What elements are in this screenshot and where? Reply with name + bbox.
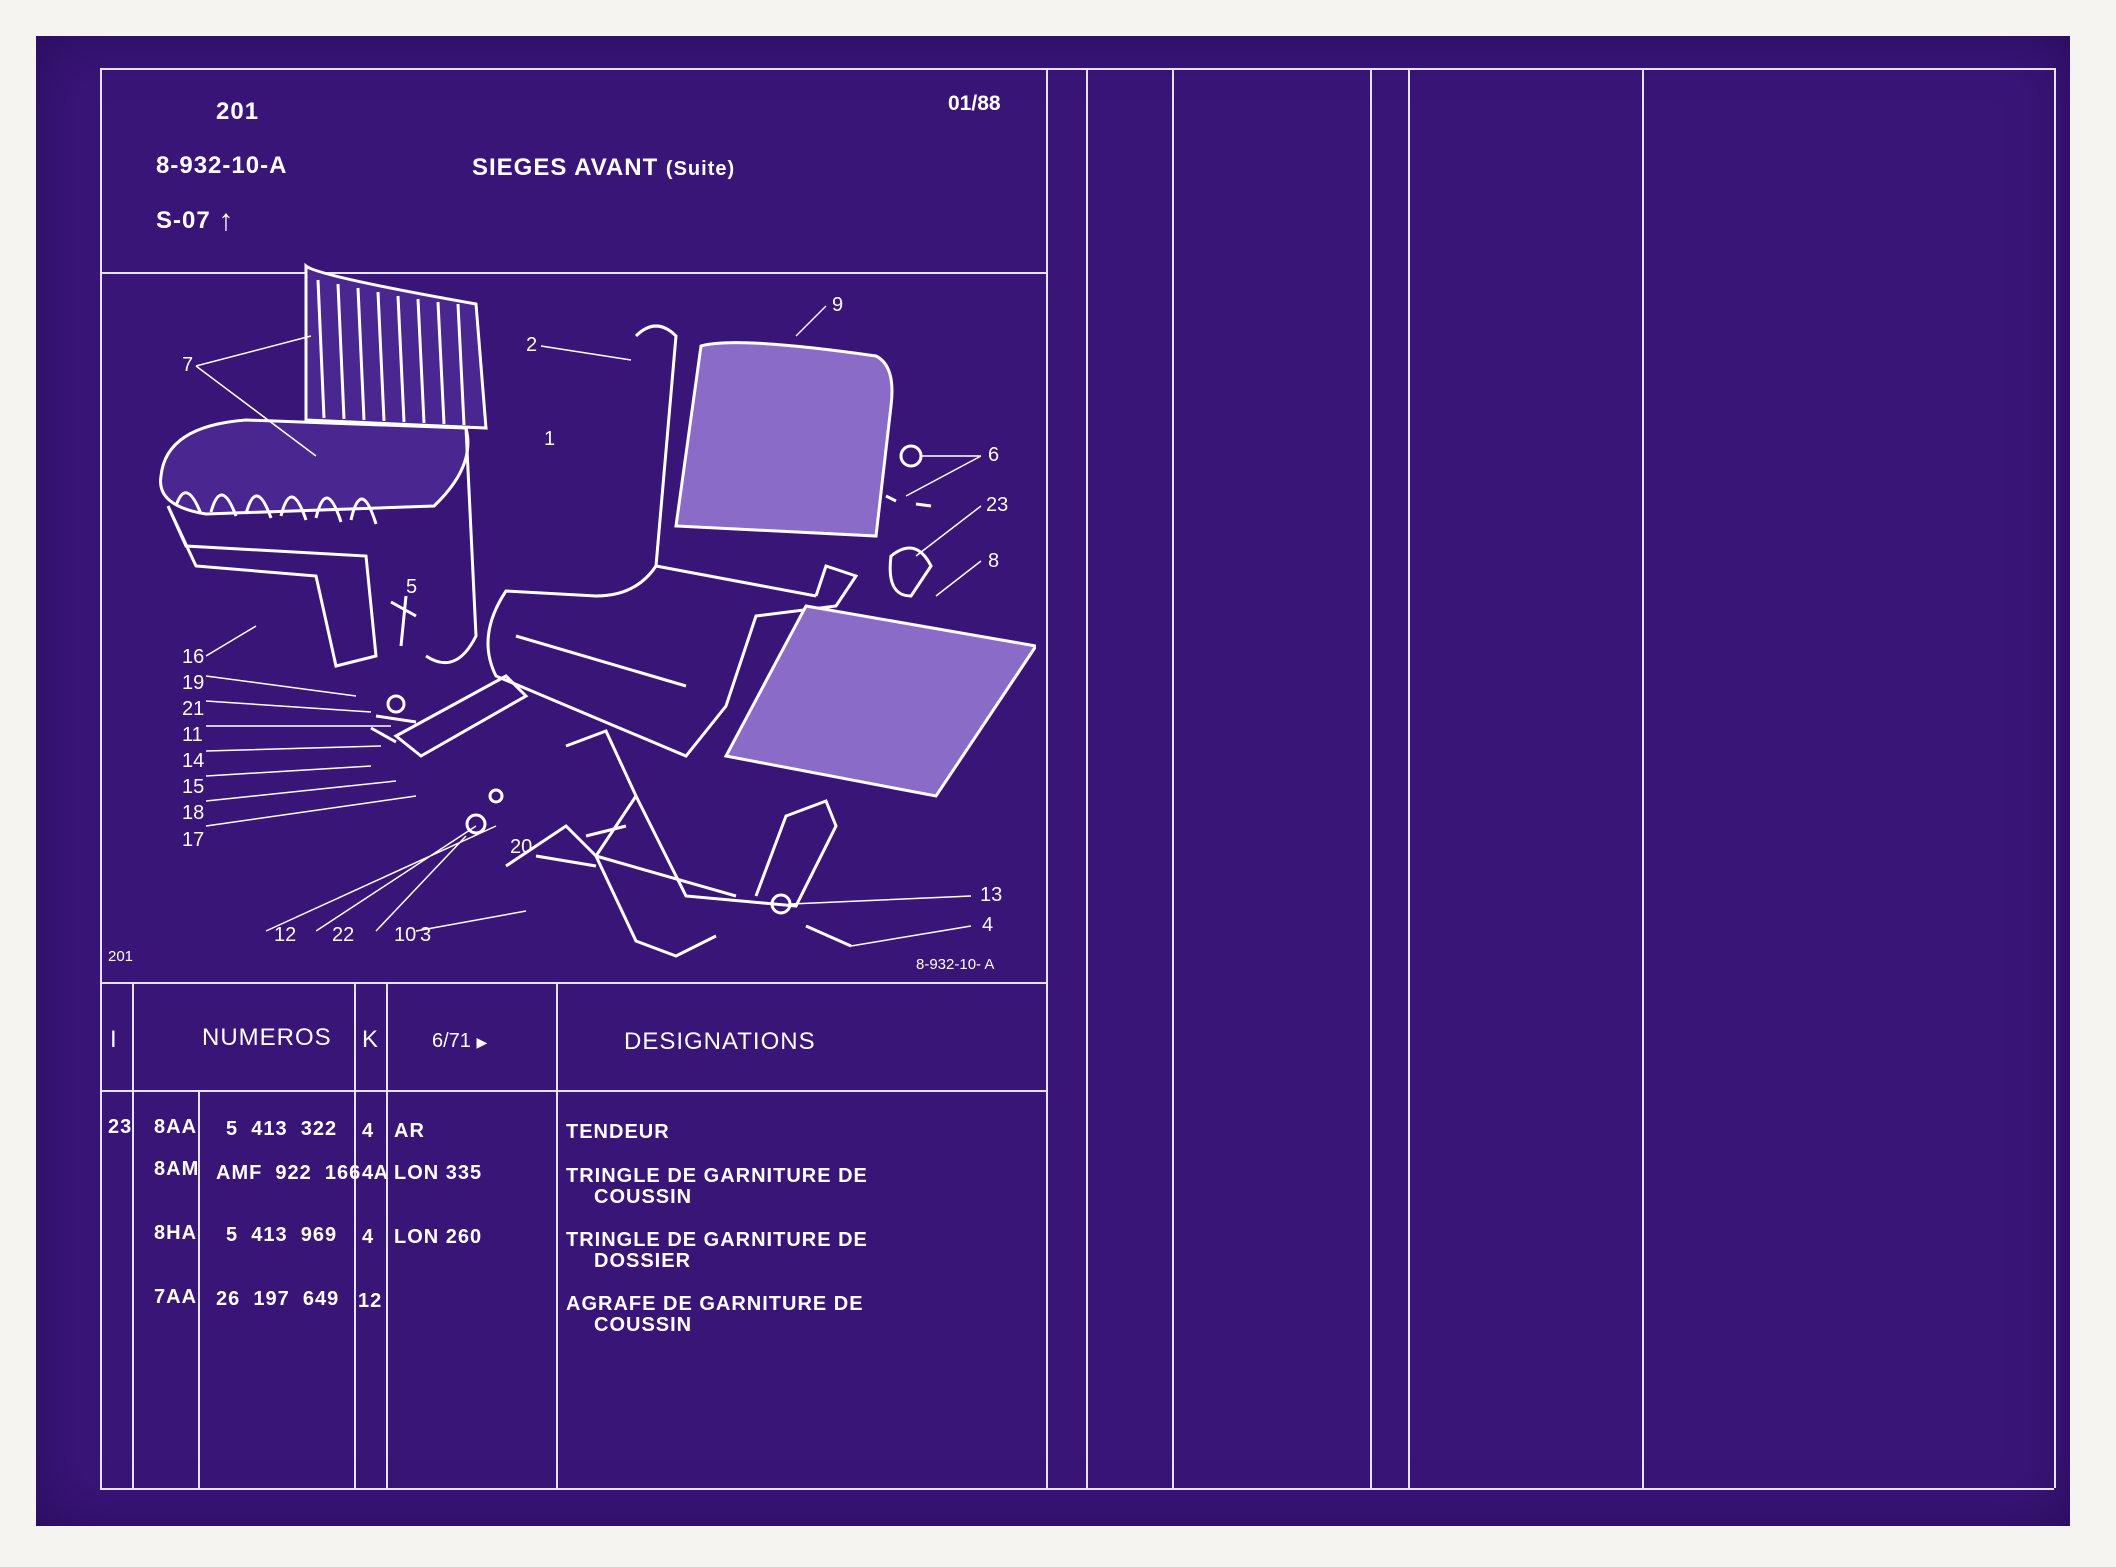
figure-corner-label-right: 8-932-10- A — [916, 956, 995, 973]
frame-left — [100, 68, 102, 1488]
series-text: S-07 — [156, 207, 211, 234]
callout-3: 3 — [420, 924, 432, 946]
row-k: 4 — [362, 1162, 375, 1184]
row-designation: TRINGLE DE GARNITURE DE — [566, 1165, 868, 1187]
callout-21: 21 — [182, 698, 205, 720]
frame-bottom — [100, 1488, 2054, 1490]
table-col-rule — [354, 984, 356, 1488]
row-variant: LON 335 — [394, 1162, 483, 1184]
series-code: S-07 ↑ — [156, 202, 235, 237]
callout-23: 23 — [986, 494, 1009, 516]
col-header-variant-text: 6/71 — [432, 1030, 471, 1052]
table-col-rule — [556, 984, 558, 1488]
col-header-k: K — [362, 1026, 380, 1053]
row-designation: TRINGLE DE GARNITURE DE — [566, 1229, 868, 1251]
callout-4: 4 — [982, 914, 994, 936]
callout-5: 5 — [406, 576, 418, 598]
callout-2: 2 — [526, 334, 538, 356]
row-variant: LON 260 — [394, 1226, 483, 1248]
header-bottom-rule — [100, 272, 1046, 274]
row-variant: AR — [394, 1120, 425, 1142]
column-divider — [1370, 68, 1372, 1488]
col-header-designations: DESIGNATIONS — [624, 1028, 816, 1055]
col-header-variant: 6/71 ▶ — [432, 1030, 487, 1053]
figure-bottom-rule — [100, 982, 1046, 984]
row-index: 23 — [108, 1116, 133, 1138]
callout-15: 15 — [182, 776, 205, 798]
row-designation-cont: DOSSIER — [594, 1250, 692, 1272]
row-number: 26 197 649 — [216, 1288, 340, 1310]
row-designation-cont: COUSSIN — [594, 1314, 693, 1336]
column-divider — [1642, 68, 1644, 1488]
column-divider — [1086, 68, 1088, 1488]
figure-corner-label-left: 201 — [108, 948, 134, 965]
row-number: 5 413 969 — [226, 1224, 338, 1246]
col-header-numeros: NUMEROS — [202, 1024, 332, 1051]
row-number: 5 413 322 — [226, 1118, 338, 1140]
callout-18: 18 — [182, 802, 205, 824]
callout-13: 13 — [980, 884, 1003, 906]
callout-14: 14 — [182, 750, 205, 772]
row-code: 8AA — [154, 1116, 198, 1138]
page-number: 201 — [216, 98, 260, 125]
row-number: AMF 922 166 A — [216, 1162, 390, 1184]
page-title: SIEGES AVANT (Suite) — [472, 154, 735, 182]
leader-lines-icon — [195, 305, 982, 947]
arrow-up-icon: ↑ — [218, 204, 235, 237]
seat-exploded-illustration — [159, 262, 1036, 958]
page-title-text: SIEGES AVANT — [472, 154, 659, 181]
column-divider — [1172, 68, 1174, 1488]
callout-1: 1 — [544, 428, 556, 450]
callout-12: 12 — [274, 924, 297, 946]
callout-7: 7 — [182, 354, 194, 376]
table-col-rule — [132, 984, 134, 1488]
col-header-index: I — [110, 1026, 118, 1053]
play-triangle-icon: ▶ — [476, 1034, 488, 1050]
reference-code: 8-932-10-A — [156, 152, 288, 179]
row-designation: AGRAFE DE GARNITURE DE — [566, 1293, 864, 1315]
callout-6: 6 — [988, 444, 1000, 466]
callout-22: 22 — [332, 924, 355, 946]
row-code: 7AA — [154, 1286, 198, 1308]
page-title-suffix: (Suite) — [665, 158, 736, 180]
table-col-rule — [198, 1092, 200, 1488]
column-divider — [1408, 68, 1410, 1488]
callout-9: 9 — [832, 294, 844, 316]
row-designation-cont: COUSSIN — [594, 1186, 693, 1208]
microfiche-sheet: 201 01/88 8-932-10-A SIEGES AVANT (Suite… — [36, 36, 2070, 1526]
callout-17: 17 — [182, 829, 205, 851]
table-header-rule — [100, 1090, 1046, 1092]
row-k: 4 — [362, 1120, 375, 1142]
frame-top — [100, 68, 2054, 70]
row-k: 4 — [362, 1226, 375, 1248]
callout-8: 8 — [988, 550, 1000, 572]
frame-right — [2054, 68, 2056, 1488]
callout-16: 16 — [182, 646, 205, 668]
callout-19: 19 — [182, 672, 205, 694]
callout-10: 10 — [394, 924, 417, 946]
callout-11: 11 — [182, 724, 203, 746]
table-col-rule — [386, 984, 388, 1488]
seat-assembly-icon — [159, 262, 1036, 958]
row-k: 12 — [358, 1290, 383, 1312]
column-divider — [1046, 68, 1048, 1488]
callout-20: 20 — [510, 836, 533, 858]
row-code: 8AM — [154, 1158, 200, 1180]
row-designation: TENDEUR — [566, 1121, 670, 1143]
date: 01/88 — [948, 92, 1001, 115]
row-code: 8HA — [154, 1222, 198, 1244]
